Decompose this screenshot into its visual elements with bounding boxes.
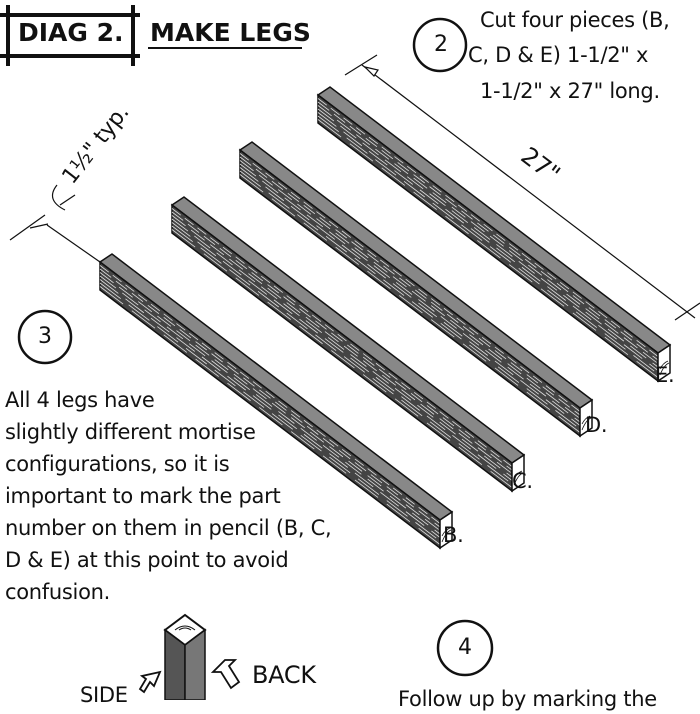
side-label: SIDE: [80, 683, 128, 707]
leg-board-d: [238, 141, 594, 438]
step-3-line: configurations, so it is: [5, 452, 230, 476]
thickness-dimension: [9, 184, 101, 263]
step-3-number: 3: [38, 324, 52, 349]
leg-board-b: [98, 253, 454, 550]
part-label-e: E.: [655, 363, 675, 387]
step-2-line: C, D & E) 1-1/2" x: [468, 43, 649, 67]
title-frame: [0, 5, 140, 66]
part-label-b: B.: [443, 523, 464, 547]
back-label: BACK: [252, 661, 316, 689]
step-4-circle: [436, 619, 494, 677]
vertical-leg: [163, 613, 207, 700]
side-arrow-icon: [138, 670, 162, 694]
step-2-line: Cut four pieces (B,: [480, 8, 670, 32]
step-3-circle: [17, 309, 73, 365]
step-3-line: slightly different mortise: [5, 420, 256, 444]
step-4-line: Follow up by marking the: [398, 687, 657, 711]
back-arrow-icon: [210, 659, 241, 690]
length-dimension: [344, 54, 700, 321]
leg-board-c: [170, 196, 526, 493]
step-3-line: important to mark the part: [5, 484, 281, 508]
page-title: MAKE LEGS: [150, 18, 311, 47]
step-2-number: 2: [434, 32, 448, 57]
step-3-line: number on them in pencil (B, C,: [5, 516, 332, 540]
step-3-line: All 4 legs have: [5, 388, 155, 412]
step-4-number: 4: [458, 635, 472, 660]
leg-board-e: [316, 86, 672, 383]
part-label-d: D.: [585, 413, 608, 437]
step-2-line: 1-1/2" x 27" long.: [480, 79, 660, 103]
step-2-circle: [412, 17, 468, 73]
step-3-line: confusion.: [5, 580, 111, 604]
diagram-label: DIAG 2.: [18, 18, 124, 47]
step-3-line: D & E) at this point to avoid: [5, 548, 289, 572]
part-label-c: C.: [512, 469, 533, 493]
